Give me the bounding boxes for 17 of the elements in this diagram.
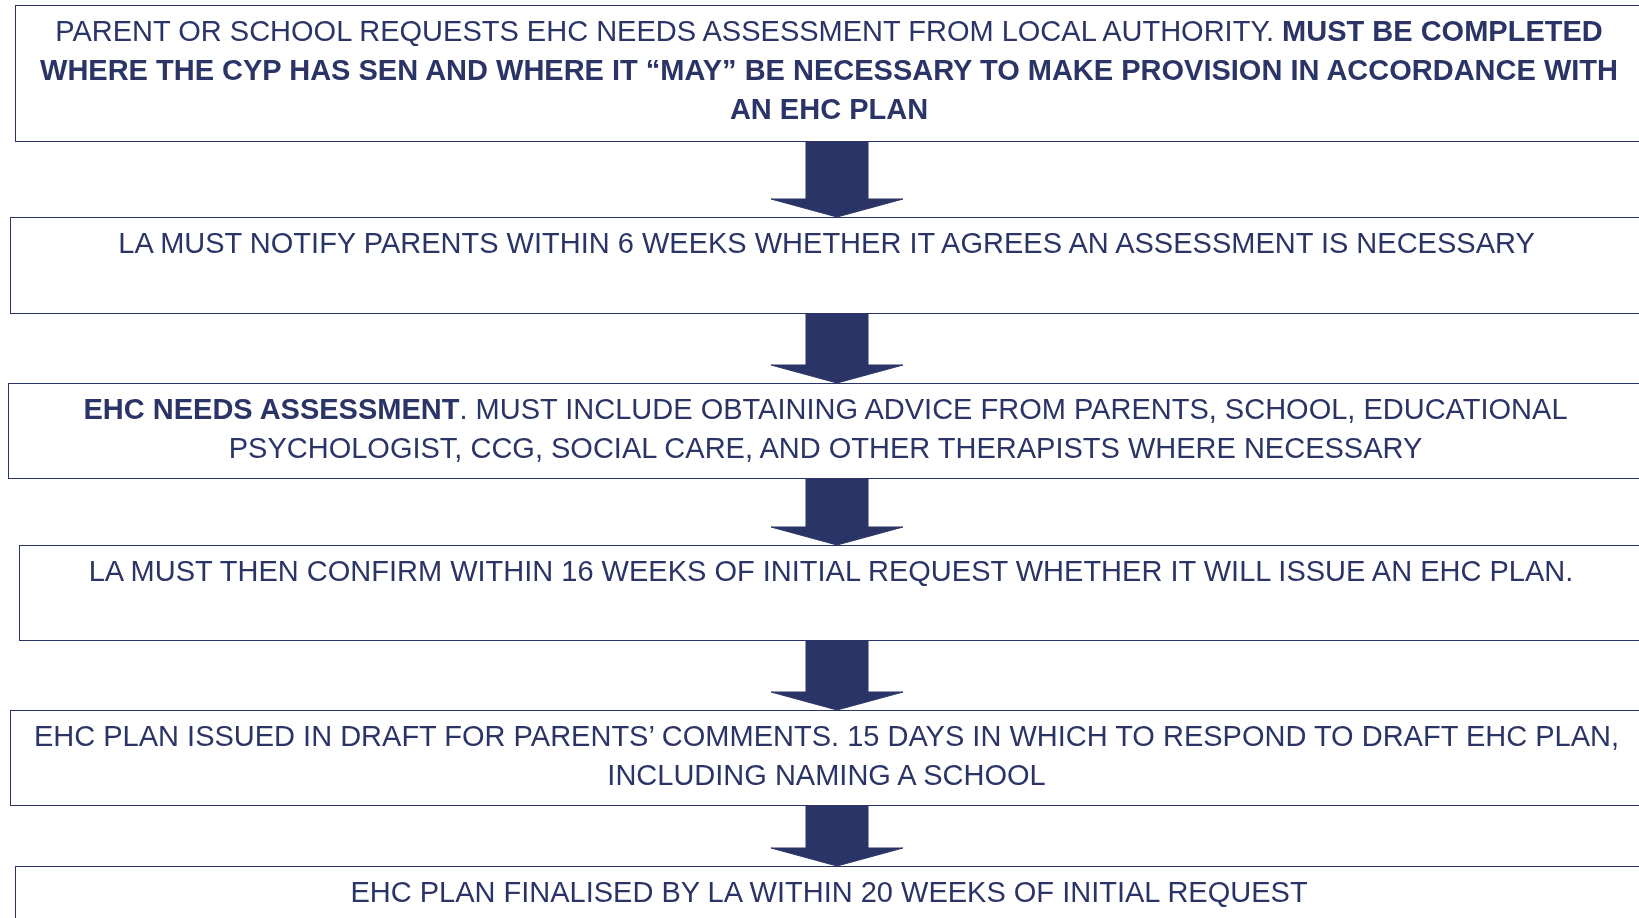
step-text: LA MUST THEN CONFIRM WITHIN 16 WEEKS OF INITIAL REQUEST WHETHER IT WILL ISSUE AN EHC PLAN. [88,554,1574,589]
process-box [8,383,1639,479]
process-box [10,217,1639,314]
step-text: EHC PLAN FINALISED BY LA WITHIN 20 WEEKS OF INITIAL REQUEST [350,875,1308,910]
block-arrow [770,478,904,546]
step-text: PARENT OR SCHOOL REQUESTS EHC NEEDS ASSESSMENT FROM LOCAL AUTHORITY. MUST BE COMPLETED WHERE THE CYP HAS SEN AND WHERE IT “MAY” BE NECESSARY TO MAKE PROVISION IN ACCORDANCE WITH AN EHC PLAN [39,14,1619,127]
step-text: EHC PLAN ISSUED IN DRAFT FOR PARENTS’ COMMENTS. 15 DAYS IN WHICH TO RESPOND TO DRAFT EHC PLAN, INCLUDING NAMING A SCHOOL [32,719,1620,793]
block-arrow [770,640,904,711]
block-arrow [770,141,904,218]
block-arrow [770,313,904,384]
process-box [15,5,1639,142]
process-box [19,545,1639,641]
step-text: EHC NEEDS ASSESSMENT. MUST INCLUDE OBTAINING ADVICE FROM PARENTS, SCHOOL, EDUCATIONAL PSYCHOLOGIST, CCG, SOCIAL CARE, AND OTHER THERAPISTS WHERE NECESSARY [82,392,1569,466]
process-box [10,710,1639,806]
block-arrow [770,805,904,867]
step-text: LA MUST NOTIFY PARENTS WITHIN 6 WEEKS WHETHER IT AGREES AN ASSESSMENT IS NECESSARY [118,226,1535,261]
process-box [15,866,1639,918]
